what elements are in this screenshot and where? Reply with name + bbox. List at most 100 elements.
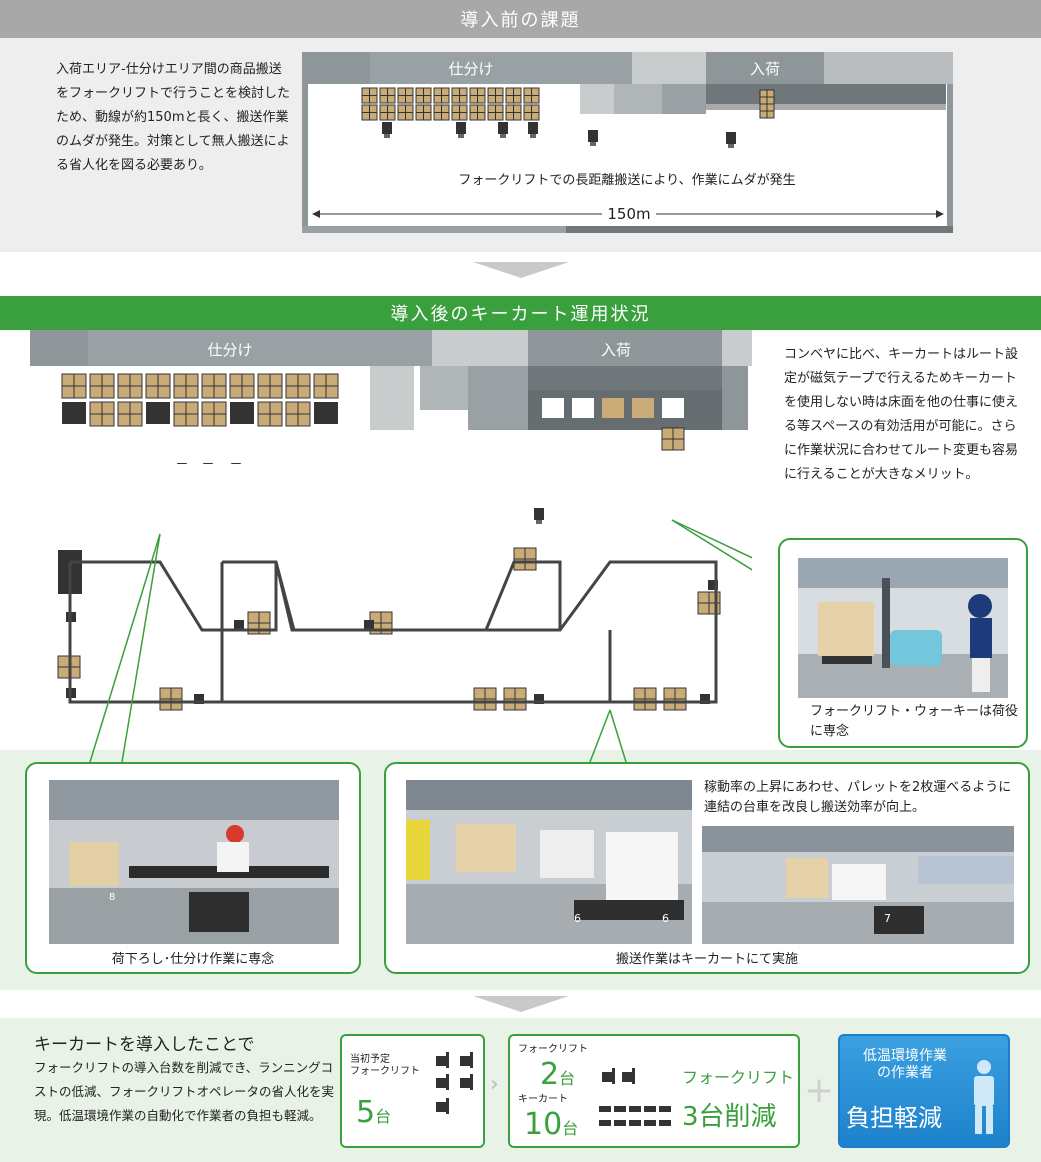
keycart-icon-1-4 (659, 1120, 671, 1126)
after-receive-side (722, 366, 748, 430)
relief-line1: 低温環境作業 (863, 1048, 947, 1064)
forklift-photo-worker-body (970, 618, 992, 658)
after-pallet-empty-9 (314, 402, 338, 424)
after-forklift-icons (602, 1068, 635, 1084)
callout-forklift: フォークリフト・ウォーキーは荷役に専念 (778, 538, 1028, 748)
transport-photo-1-ceiling (406, 780, 692, 810)
flow-arrow-2 (473, 996, 569, 1012)
before-receive-dock (706, 84, 946, 104)
transport-photo-2-number: 7 (884, 912, 891, 925)
after-forklift-icon-1 (622, 1072, 632, 1082)
transport-photo-2-rack (918, 856, 1014, 884)
planned-forklift-icon-2 (436, 1078, 446, 1088)
box-after: フォークリフト 2台 キーカート 10台 フォークリフト 3台削減 (508, 1034, 800, 1148)
pointer-forklift-1 (671, 519, 752, 559)
before-forklift-1 (456, 122, 466, 134)
before-forklift-5-base (728, 144, 734, 148)
worker-icon-leg-right (986, 1106, 993, 1134)
box-planned-count: 5台 (356, 1098, 391, 1132)
transport-photo-1-cart (574, 900, 684, 920)
after-forklift-icon-mast-1 (632, 1068, 635, 1084)
box-after-cart-number: 10 (524, 1107, 563, 1142)
callout-transport-caption: 搬送作業はキーカートにて実施 (615, 952, 798, 967)
after-keycart-0 (234, 620, 244, 630)
after-forklift-route-base (536, 520, 542, 524)
callout-transport-note: 稼動率の上昇にあわせ、パレットを2枚運べるように連結の台車を改良し搬送効率が向上… (704, 780, 1012, 815)
before-sort-header-block (370, 52, 632, 84)
before-right-wall (947, 84, 953, 233)
flow-arrow-1 (473, 262, 569, 278)
after-section-title: 導入後のキーカート運用状況 (390, 304, 651, 325)
before-wall-block (302, 52, 370, 84)
after-keycart-3 (194, 694, 204, 704)
forklift-photo-boxes (818, 602, 874, 656)
forklift-photo-worker-legs (972, 658, 990, 692)
box-planned-forklifts: 当初予定 フォークリフト 5台 (340, 1034, 485, 1148)
relief-line2: の作業者 (877, 1065, 933, 1081)
before-section-title: 導入前の課題 (460, 10, 581, 31)
cart-route-loop-left (222, 560, 296, 631)
distance-label-bg (602, 204, 656, 222)
forklift-icon-group (436, 1052, 473, 1114)
planned-forklift-icon-mast-3 (470, 1074, 473, 1090)
keycart-icon-group (599, 1106, 671, 1126)
keycart-icon-1-0 (599, 1120, 611, 1126)
after-pallet-empty-6 (230, 402, 254, 424)
before-pillar-2 (614, 84, 662, 114)
box-after-cart-count: 10台 (524, 1110, 578, 1144)
planned-forklift-icon-1 (460, 1056, 470, 1066)
pointer-unload-1 (89, 533, 161, 763)
unload-photo-number-8: 8 (109, 892, 115, 903)
transport-photo-2-ceiling (702, 826, 1014, 852)
after-forklift-icon-0 (602, 1072, 612, 1082)
box-planned-label: 当初予定 フォークリフト (350, 1054, 420, 1077)
cart-route-main (68, 560, 718, 704)
transport-photo-1-number-a: 6 (574, 912, 581, 925)
box-after-result-line1: フォークリフト (682, 1068, 795, 1087)
keycart-icon-0-1 (614, 1106, 626, 1112)
unload-photo-boxes (69, 842, 119, 886)
after-pallet-empty-3 (146, 402, 170, 424)
before-section-description: 入荷エリア-仕分けエリア間の商品搬送をフォークリフトで行うことを検討したため、動… (56, 62, 291, 173)
after-wall-block-3 (722, 330, 752, 366)
before-receive-header-block (706, 52, 824, 84)
planned-forklift-icons (436, 1052, 473, 1114)
unload-photo-worker-body (217, 842, 249, 872)
distance-label: 150m (607, 205, 650, 223)
forklift-photo-cart (822, 656, 872, 664)
before-section-header: 導入前の課題 (0, 0, 1041, 38)
after-layout-diagram: 仕分け 入荷 ーーー (30, 330, 752, 763)
after-pillar-3 (468, 366, 528, 430)
callout-transport: 6 6 稼動率の上昇にあわせ、パレットを2枚運べるように連結の台車を改良し搬送効… (384, 762, 1030, 974)
keycart-icon-1-3 (644, 1120, 656, 1126)
planned-forklift-icon-mast-1 (470, 1052, 473, 1068)
before-bottom-wall-dark (566, 226, 953, 233)
before-forklift-3-base (530, 134, 536, 138)
planned-forklift-icon-3 (460, 1078, 470, 1088)
worker-icon (974, 1060, 994, 1134)
box-after-cart-unit: 台 (562, 1119, 579, 1138)
box-planned-number: 5 (356, 1095, 376, 1130)
before-receive-dock-lip (706, 104, 946, 110)
after-keycart-5 (700, 694, 710, 704)
unload-photo-ceiling (49, 780, 339, 820)
before-forklift-4 (588, 130, 598, 142)
after-section-description: コンベヤに比べ、キーカートはルート設定が磁気テープで行えるためキーカートを使用し… (784, 347, 1019, 482)
after-receive-slot-0 (542, 398, 564, 418)
keycart-icon-0-2 (629, 1106, 641, 1112)
transport-photo-1: 6 6 (406, 780, 692, 944)
after-sort-label: 仕分け (207, 341, 252, 359)
transport-photo-1-number-b: 6 (662, 912, 669, 925)
forklift-photo-worker-head (968, 594, 992, 618)
after-receive-label: 入荷 (601, 341, 631, 359)
transport-photo-2-cart (874, 906, 924, 934)
transport-photo-2-floor (702, 902, 1014, 944)
after-receive-slot-1 (572, 398, 594, 418)
transport-photo-1-boxes-2 (540, 830, 594, 878)
planned-forklift-icon-mast-2 (446, 1074, 449, 1090)
after-keycart-icons (599, 1106, 671, 1126)
after-section-header: 導入後のキーカート運用状況 (0, 296, 1041, 330)
before-left-wall (302, 84, 308, 233)
distance-arrow-right (936, 210, 944, 218)
before-diagram-caption: フォークリフトでの長距離搬送により、作業にムダが発生 (458, 172, 795, 188)
